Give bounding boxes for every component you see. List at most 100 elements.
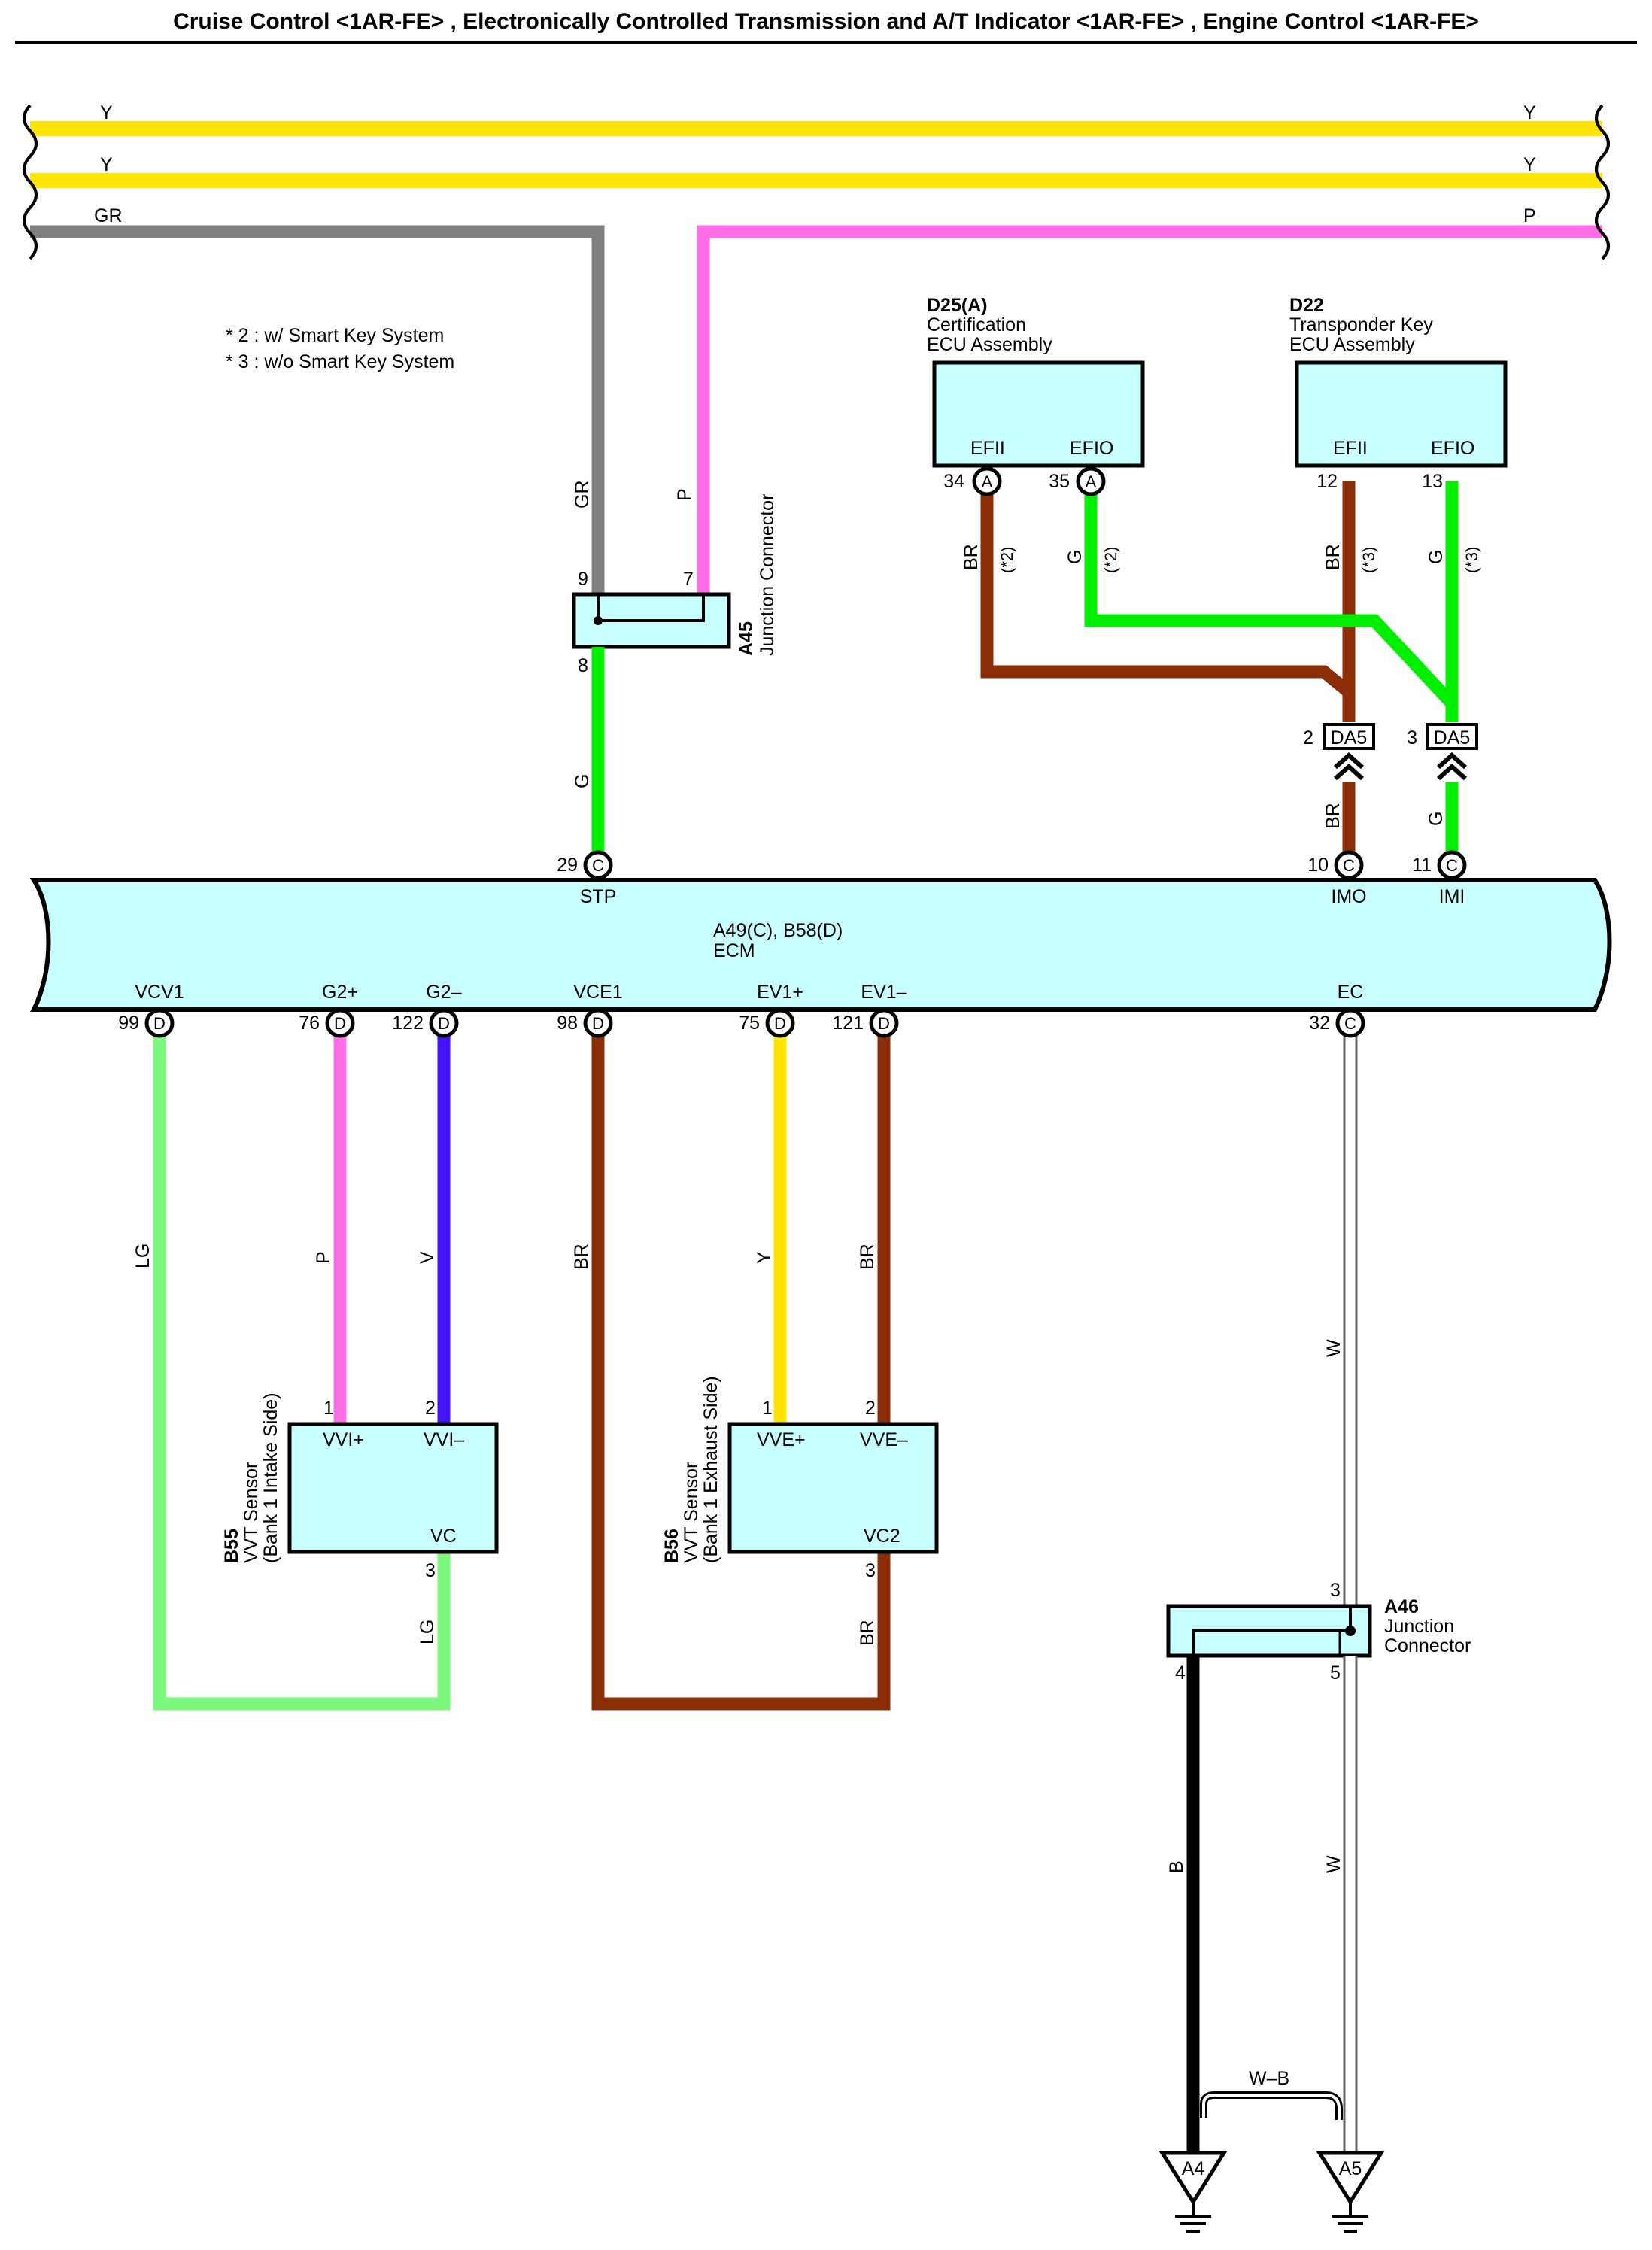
ecm-pin-g2minus: G2– bbox=[426, 982, 461, 1003]
ecm-pin-11-conn: C bbox=[1446, 856, 1458, 875]
ground-a4-triangle-icon bbox=[1159, 2151, 1228, 2206]
d22-pin-13-num: 13 bbox=[1422, 471, 1443, 492]
b56-pin-3: 3 bbox=[865, 1560, 876, 1581]
a46-bridge bbox=[1192, 1606, 1352, 1656]
d25-conn-a2: A bbox=[1086, 472, 1097, 491]
ecm-pin-99-connector bbox=[144, 1008, 175, 1038]
ecm-pin-g2plus: G2+ bbox=[322, 982, 358, 1003]
b55-pin-vc: VC bbox=[430, 1526, 457, 1547]
ecm-pin-121-conn: D bbox=[878, 1014, 890, 1033]
a45-wire-p-label: P bbox=[674, 488, 695, 501]
ecm-pin-98-connector bbox=[583, 1008, 613, 1038]
ecm-pin-29-conn: C bbox=[592, 856, 604, 875]
ecm-pin-ev1minus: EV1– bbox=[861, 982, 906, 1003]
d25-pin-efii: EFII bbox=[970, 438, 1005, 459]
label-p-g2plus: P bbox=[313, 1251, 334, 1264]
label-g-imi: G bbox=[1426, 812, 1447, 826]
label-br-vc2: BR bbox=[857, 1620, 878, 1646]
ecm-pin-stp: STP bbox=[580, 886, 617, 907]
d25-pin-34-connector bbox=[972, 466, 1002, 496]
b55-name1: VVT Sensor bbox=[241, 1462, 262, 1563]
break-mark-right bbox=[1595, 104, 1610, 260]
label-lg-vc: LG bbox=[417, 1620, 438, 1644]
a45-code: A45 bbox=[736, 621, 757, 656]
label-g-stp: G bbox=[572, 774, 593, 788]
ecm-pin-ev1plus: EV1+ bbox=[757, 982, 803, 1003]
d22-name1: Transponder Key bbox=[1289, 314, 1433, 336]
d25-pin-35-num: 35 bbox=[1049, 471, 1070, 492]
b56-name2: (Bank 1 Exhaust Side) bbox=[700, 1376, 721, 1563]
ecm-pin-11-connector bbox=[1437, 850, 1467, 880]
ecm-pin-imi: IMI bbox=[1439, 886, 1465, 907]
da5-chevron-g-icon bbox=[1437, 752, 1467, 781]
b56-pin-1: 1 bbox=[762, 1398, 773, 1419]
ecm-pin-29-num: 29 bbox=[557, 855, 578, 876]
d25-body bbox=[932, 360, 1145, 468]
label-w-ec: W bbox=[1323, 1339, 1344, 1357]
d25-pin-35-connector bbox=[1076, 466, 1106, 496]
d22-wire-g-label: G bbox=[1426, 550, 1447, 564]
d25-wire-g-note: (*2) bbox=[1101, 547, 1120, 573]
ecm-pin-98-conn: D bbox=[592, 1014, 604, 1033]
ecm-pin-75-conn: D bbox=[774, 1014, 786, 1033]
wire-p bbox=[697, 225, 1602, 602]
ecm-pin-122-num: 122 bbox=[392, 1013, 424, 1034]
b56-vvt-sensor-exhaust: VVE+ VVE– VC2 1 2 3 B56 VVT Sensor (Bank… bbox=[661, 1376, 939, 1581]
ground-a5-label: A5 bbox=[1339, 2158, 1362, 2179]
ecm-pin-10-connector bbox=[1334, 850, 1364, 880]
ecm-pin-122-conn: D bbox=[438, 1014, 450, 1033]
label-br-imo: BR bbox=[1323, 803, 1344, 829]
note-smart-key: * 2 : w/ Smart Key System bbox=[226, 325, 444, 346]
d25-wire-br-note: (*2) bbox=[998, 547, 1016, 573]
d22-connectors: 12 13 BR (*3) G (*3) bbox=[1316, 471, 1481, 573]
b55-body bbox=[287, 1422, 499, 1554]
ecm-pin-imo: IMO bbox=[1331, 886, 1366, 907]
a45-junction-connector: 9 7 8 A45 Junction Connector GR P bbox=[572, 481, 778, 677]
b56-pin-vc2: VC2 bbox=[864, 1526, 900, 1547]
top-bus: Y Y Y Y GR P bbox=[23, 102, 1610, 602]
b56-pin-vveplus: VVE+ bbox=[757, 1429, 806, 1450]
ground-a5-triangle-icon bbox=[1316, 2151, 1385, 2206]
da5-connectors: DA5 DA5 2 3 bbox=[1303, 723, 1478, 781]
b55-vvt-sensor-intake: VVI+ VVI– VC 1 2 3 B55 VVT Sensor (Bank … bbox=[221, 1392, 499, 1581]
label-br-vce1: BR bbox=[571, 1243, 592, 1270]
a46-name1: Junction bbox=[1384, 1616, 1454, 1637]
da5-chevron-br-icon bbox=[1334, 752, 1364, 781]
d25-name1: Certification bbox=[927, 314, 1026, 336]
title-rule bbox=[15, 41, 1637, 44]
ecm-pin-98-num: 98 bbox=[557, 1013, 578, 1034]
d25-pin-34-num: 34 bbox=[943, 471, 964, 492]
d25-wire-g-label: G bbox=[1064, 550, 1086, 564]
diagram-title: Cruise Control <1AR-FE> , Electronically… bbox=[173, 9, 1479, 34]
ecm-pin-99-num: 99 bbox=[118, 1013, 139, 1034]
ecm-pin-11-num: 11 bbox=[1412, 855, 1432, 876]
b56-pin-vveminus: VVE– bbox=[860, 1429, 908, 1450]
da5-code-g: DA5 bbox=[1434, 727, 1471, 748]
a45-pin-8: 8 bbox=[578, 655, 588, 676]
a45-pin-9: 9 bbox=[578, 569, 588, 590]
ecm-pin-32-connector bbox=[1335, 1008, 1365, 1038]
b55-pin-vviminus: VVI– bbox=[424, 1429, 464, 1450]
label-lg-vcv1: LG bbox=[132, 1243, 153, 1268]
label-br-ev1minus: BR bbox=[857, 1243, 878, 1270]
a45-pin-7: 7 bbox=[683, 569, 694, 590]
b55-pin-2: 2 bbox=[425, 1398, 436, 1419]
d22-transponder-key-ecu: D22 Transponder Key ECU Assembly EFII EF… bbox=[1289, 295, 1508, 468]
da5-code-br: DA5 bbox=[1331, 727, 1368, 748]
ecm-pin-75-connector bbox=[765, 1008, 795, 1038]
a45-splice-dot bbox=[594, 616, 603, 625]
da5-pin-3: 3 bbox=[1407, 727, 1417, 748]
label-y1-right: Y bbox=[1523, 102, 1536, 123]
wire-lg-vcv1 bbox=[153, 1023, 451, 1711]
label-gr-left: GR bbox=[94, 205, 123, 226]
a45-bridge bbox=[597, 594, 705, 622]
ecm-code: A49(C), B58(D) bbox=[713, 920, 843, 941]
ground-a5: A5 bbox=[1316, 2151, 1385, 2233]
a45-wire-gr-label: GR bbox=[572, 481, 593, 509]
ecm-pin-121-num: 121 bbox=[832, 1013, 864, 1034]
b56-code: B56 bbox=[661, 1529, 682, 1563]
d22-body bbox=[1295, 360, 1508, 468]
ecm-pin-ec: EC bbox=[1338, 982, 1364, 1003]
d22-wire-br-label: BR bbox=[1323, 544, 1344, 570]
break-mark-left bbox=[23, 104, 38, 260]
